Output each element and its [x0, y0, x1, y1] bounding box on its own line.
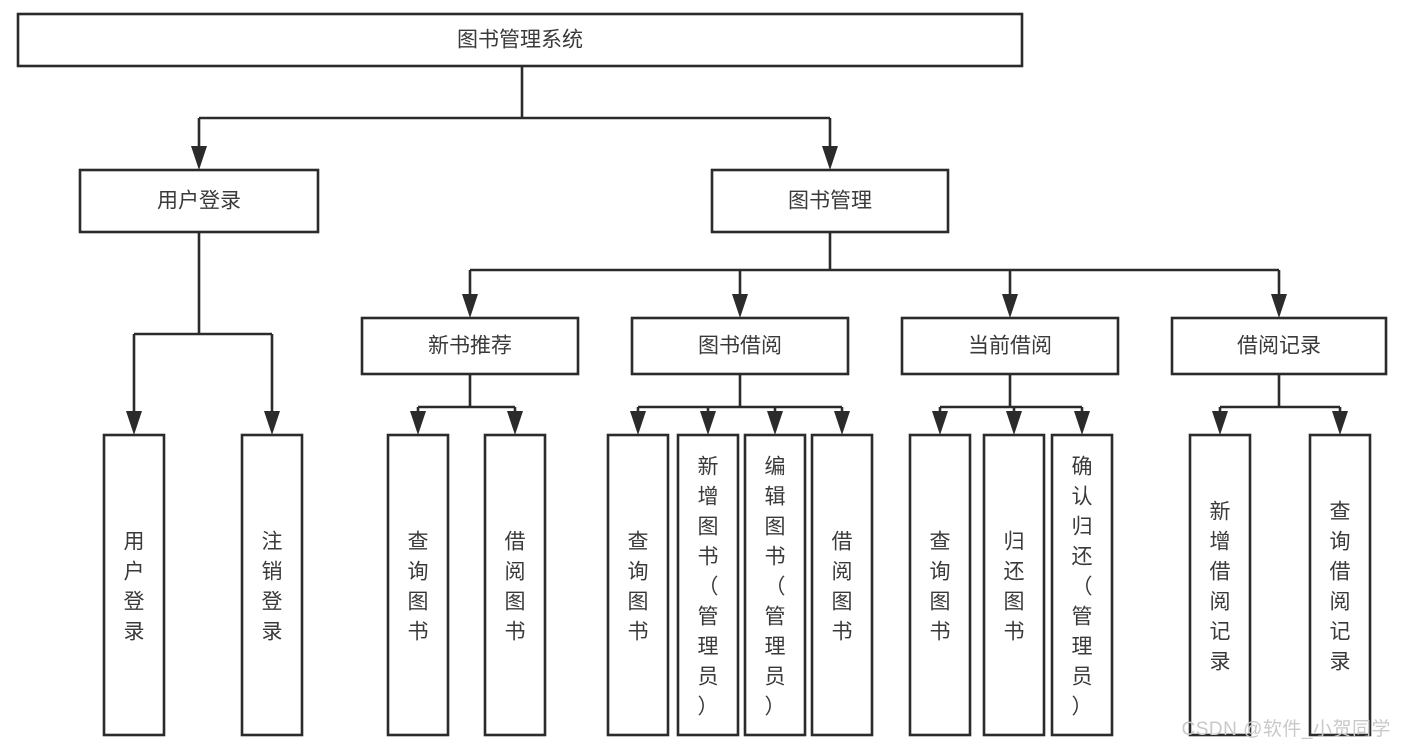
node-label: 图书借阅: [698, 335, 782, 358]
node-root-图书管理系统[interactable]: 图书管理系统: [16, 12, 1024, 68]
node-label: 图书管理系统: [457, 29, 583, 52]
node-l3-借阅记录[interactable]: 借阅记录: [1170, 316, 1388, 376]
node-box[interactable]: [1050, 433, 1114, 737]
node-label: 查询图书: [930, 530, 951, 643]
node-box[interactable]: [676, 433, 740, 737]
node-l2-图书管理[interactable]: 图书管理: [710, 168, 950, 234]
node-label: 借阅记录: [1237, 335, 1321, 358]
node-label: 当前借阅: [968, 335, 1052, 358]
node-box[interactable]: [102, 433, 166, 737]
node-label: 查询图书: [628, 530, 649, 643]
arrow-head-icon: [630, 411, 646, 435]
arrow-head-icon: [732, 294, 748, 318]
node-box[interactable]: [710, 168, 950, 234]
arrow-head-icon: [1002, 294, 1018, 318]
connector-group-current-to-leaves: [932, 374, 1090, 435]
node-box[interactable]: [908, 433, 972, 737]
node-leaf-新增借阅记录[interactable]: 新增借阅记录: [1188, 433, 1252, 737]
node-label: 查询借阅记录: [1330, 500, 1351, 673]
node-box[interactable]: [630, 316, 850, 376]
arrow-head-icon: [1332, 411, 1348, 435]
node-label: 图书管理: [788, 190, 872, 213]
node-leaf-编辑图书管理员[interactable]: 编辑图书（管理员）: [743, 433, 807, 737]
arrow-head-icon: [1271, 294, 1287, 318]
connector-group-newbook-to-leaves: [410, 374, 523, 435]
node-label: 归还图书: [1004, 530, 1025, 643]
node-leaf-确认归还管理员[interactable]: 确认归还（管理员）: [1050, 433, 1114, 737]
node-label: 借阅图书: [505, 530, 526, 643]
node-box[interactable]: [1308, 433, 1372, 737]
node-box[interactable]: [606, 433, 670, 737]
arrow-head-icon: [1006, 411, 1022, 435]
node-box[interactable]: [900, 316, 1120, 376]
node-label: 用户登录: [124, 530, 145, 643]
node-leaf-借阅图书[interactable]: 借阅图书: [810, 433, 874, 737]
node-label: 新书推荐: [428, 335, 512, 358]
node-l3-新书推荐[interactable]: 新书推荐: [360, 316, 580, 376]
node-leaf-查询图书[interactable]: 查询图书: [908, 433, 972, 737]
node-label: 新增借阅记录: [1210, 500, 1231, 673]
node-label: 查询图书: [408, 530, 429, 643]
watermark-text: CSDN @软件_小贺同学: [1181, 719, 1391, 740]
connector-group-record-to-leaves: [1212, 374, 1348, 435]
connector-group-userlogin-to-leaves: [126, 232, 280, 435]
node-leaf-新增图书管理员[interactable]: 新增图书（管理员）: [676, 433, 740, 737]
arrow-head-icon: [932, 411, 948, 435]
connector-group-root-to-level2: [191, 66, 838, 170]
node-leaf-用户登录[interactable]: 用户登录: [102, 433, 166, 737]
node-box[interactable]: [743, 433, 807, 737]
node-box[interactable]: [1170, 316, 1388, 376]
arrow-head-icon: [507, 411, 523, 435]
arrow-head-icon: [1212, 411, 1228, 435]
node-label: 新增图书（管理员）: [698, 455, 719, 718]
node-label: 确认归还（管理员）: [1072, 455, 1093, 718]
node-box[interactable]: [78, 168, 320, 234]
node-l3-当前借阅[interactable]: 当前借阅: [900, 316, 1120, 376]
node-box[interactable]: [386, 433, 450, 737]
node-leaf-注销登录[interactable]: 注销登录: [240, 433, 304, 737]
arrow-head-icon: [410, 411, 426, 435]
connector-group-borrow-to-leaves: [630, 374, 850, 435]
node-box[interactable]: [810, 433, 874, 737]
arrow-head-icon: [822, 146, 838, 170]
arrow-head-icon: [264, 411, 280, 435]
node-label: 编辑图书（管理员）: [765, 455, 786, 718]
node-leaf-查询图书[interactable]: 查询图书: [606, 433, 670, 737]
node-box[interactable]: [483, 433, 547, 737]
arrow-head-icon: [462, 294, 478, 318]
node-leaf-查询图书[interactable]: 查询图书: [386, 433, 450, 737]
node-box[interactable]: [360, 316, 580, 376]
node-l3-图书借阅[interactable]: 图书借阅: [630, 316, 850, 376]
node-box[interactable]: [982, 433, 1046, 737]
node-leaf-归还图书[interactable]: 归还图书: [982, 433, 1046, 737]
arrow-head-icon: [126, 411, 142, 435]
nodes-layer: 图书管理系统用户登录图书管理新书推荐图书借阅当前借阅借阅记录用户登录注销登录查询…: [16, 12, 1388, 737]
node-leaf-查询借阅记录[interactable]: 查询借阅记录: [1308, 433, 1372, 737]
node-box[interactable]: [240, 433, 304, 737]
node-label: 用户登录: [157, 190, 241, 213]
node-label: 借阅图书: [832, 530, 853, 643]
node-label: 注销登录: [262, 530, 283, 643]
connector-group-bookmgmt-to-level3: [462, 232, 1287, 318]
arrow-head-icon: [1074, 411, 1090, 435]
node-box[interactable]: [1188, 433, 1252, 737]
arrow-head-icon: [191, 146, 207, 170]
arrow-head-icon: [700, 411, 716, 435]
node-box[interactable]: [16, 12, 1024, 68]
arrow-head-icon: [767, 411, 783, 435]
arrow-head-icon: [834, 411, 850, 435]
node-l2-用户登录[interactable]: 用户登录: [78, 168, 320, 234]
connectors-layer: [126, 66, 1348, 435]
node-leaf-借阅图书[interactable]: 借阅图书: [483, 433, 547, 737]
